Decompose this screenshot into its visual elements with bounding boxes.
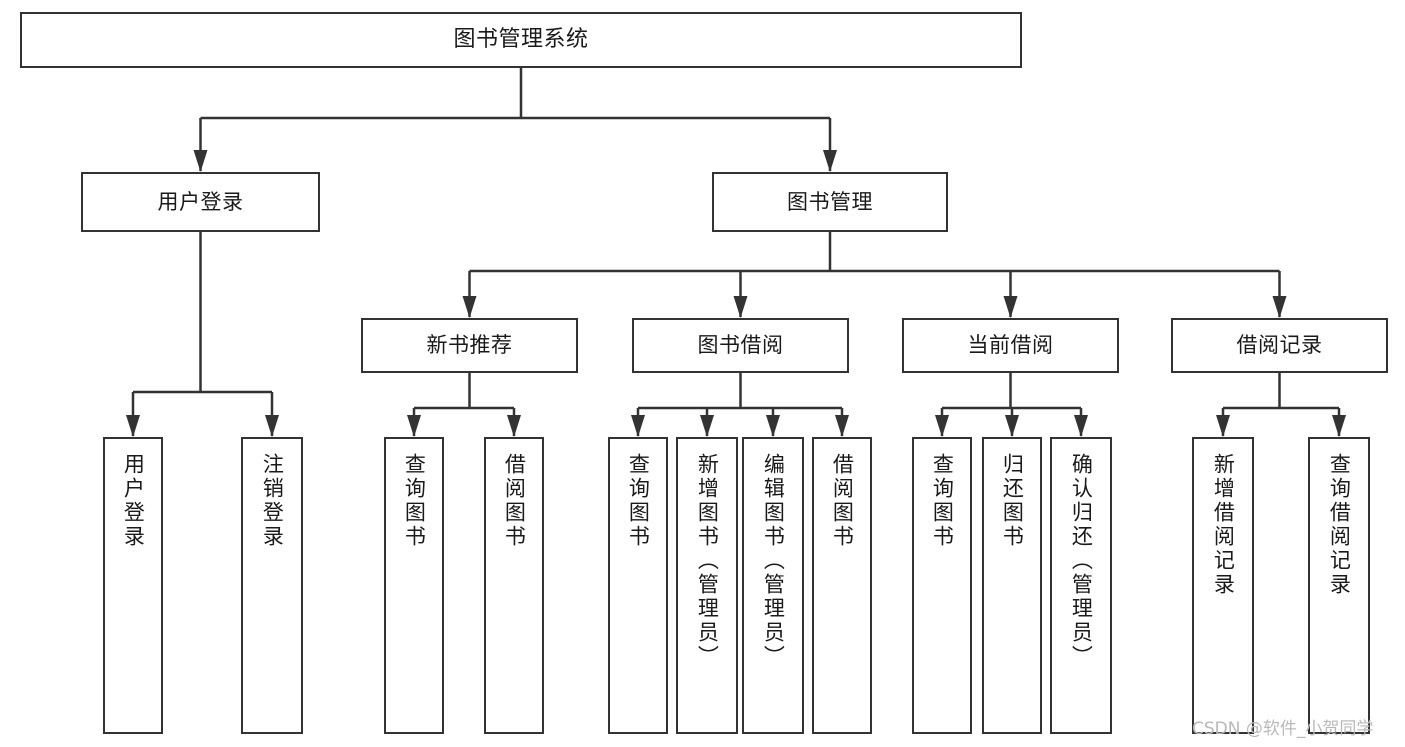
- node-leaf-nb-borrow[interactable]: 借阅图书: [484, 437, 544, 734]
- arrowhead-icon: [835, 415, 849, 437]
- arrowhead-icon: [733, 296, 748, 318]
- node-label: 用户登录: [121, 453, 146, 549]
- node-label: 查询图书: [402, 453, 427, 549]
- arrowhead-icon: [1216, 415, 1230, 437]
- arrowhead-icon: [1003, 296, 1018, 318]
- node-label: 编辑图书（管理员）: [761, 453, 786, 669]
- node-current[interactable]: 当前借阅: [902, 318, 1119, 373]
- arrowhead-icon: [823, 150, 837, 172]
- node-leaf-bk-edit[interactable]: 编辑图书（管理员）: [742, 437, 804, 734]
- arrowhead-icon: [1332, 415, 1346, 437]
- node-leaf-cur-return[interactable]: 归还图书: [982, 437, 1042, 734]
- node-records[interactable]: 借阅记录: [1171, 318, 1388, 373]
- arrowhead-icon: [1074, 415, 1088, 437]
- node-label: 查询借阅记录: [1327, 453, 1352, 597]
- arrowhead-icon: [265, 415, 279, 437]
- node-label: 查询图书: [626, 453, 651, 549]
- node-label: 新书推荐: [426, 333, 513, 358]
- arrowhead-icon: [193, 150, 208, 172]
- node-root[interactable]: 图书管理系统: [20, 12, 1022, 68]
- node-label: 图书管理系统: [453, 27, 589, 53]
- watermark-text: CSDN @软件_小贺同学: [1192, 719, 1374, 739]
- node-newbook[interactable]: 新书推荐: [361, 318, 578, 373]
- arrowhead-icon: [935, 415, 949, 437]
- node-label: 归还图书: [1000, 453, 1025, 549]
- node-label: 新增借阅记录: [1211, 453, 1236, 597]
- node-leaf-cur-query[interactable]: 查询图书: [912, 437, 972, 734]
- arrowhead-icon: [407, 415, 421, 437]
- node-borrow[interactable]: 图书借阅: [632, 318, 849, 373]
- node-label: 确认归还（管理员）: [1069, 453, 1094, 669]
- node-label: 借阅记录: [1236, 333, 1323, 358]
- node-label: 当前借阅: [967, 333, 1054, 358]
- arrowhead-icon: [1272, 296, 1287, 318]
- arrowhead-icon: [1005, 415, 1019, 437]
- node-label: 查询图书: [930, 453, 955, 549]
- node-leaf-cur-confirm[interactable]: 确认归还（管理员）: [1050, 437, 1112, 734]
- node-leaf-bk-add[interactable]: 新增图书（管理员）: [676, 437, 738, 734]
- arrowhead-icon: [126, 415, 140, 437]
- node-bookmgmt[interactable]: 图书管理: [712, 172, 948, 232]
- arrowhead-icon: [700, 415, 714, 437]
- arrowhead-icon: [507, 415, 521, 437]
- arrowhead-icon: [631, 415, 645, 437]
- arrowhead-icon: [462, 296, 477, 318]
- node-label: 注销登录: [260, 453, 285, 549]
- node-leaf-rec-query[interactable]: 查询借阅记录: [1308, 437, 1370, 734]
- node-leaf-rec-add[interactable]: 新增借阅记录: [1192, 437, 1254, 734]
- node-leaf-bk-query[interactable]: 查询图书: [608, 437, 668, 734]
- node-label: 图书借阅: [697, 333, 784, 358]
- node-label: 新增图书（管理员）: [695, 453, 720, 669]
- node-label: 借阅图书: [502, 453, 527, 549]
- node-leaf-user-logout[interactable]: 注销登录: [241, 437, 303, 734]
- node-leaf-user-login[interactable]: 用户登录: [103, 437, 163, 734]
- arrowhead-icon: [766, 415, 780, 437]
- node-leaf-nb-query[interactable]: 查询图书: [384, 437, 444, 734]
- node-label: 用户登录: [157, 189, 244, 214]
- node-label: 借阅图书: [830, 453, 855, 549]
- node-label: 图书管理: [787, 189, 873, 214]
- node-login[interactable]: 用户登录: [81, 172, 320, 232]
- node-leaf-bk-borrow[interactable]: 借阅图书: [812, 437, 872, 734]
